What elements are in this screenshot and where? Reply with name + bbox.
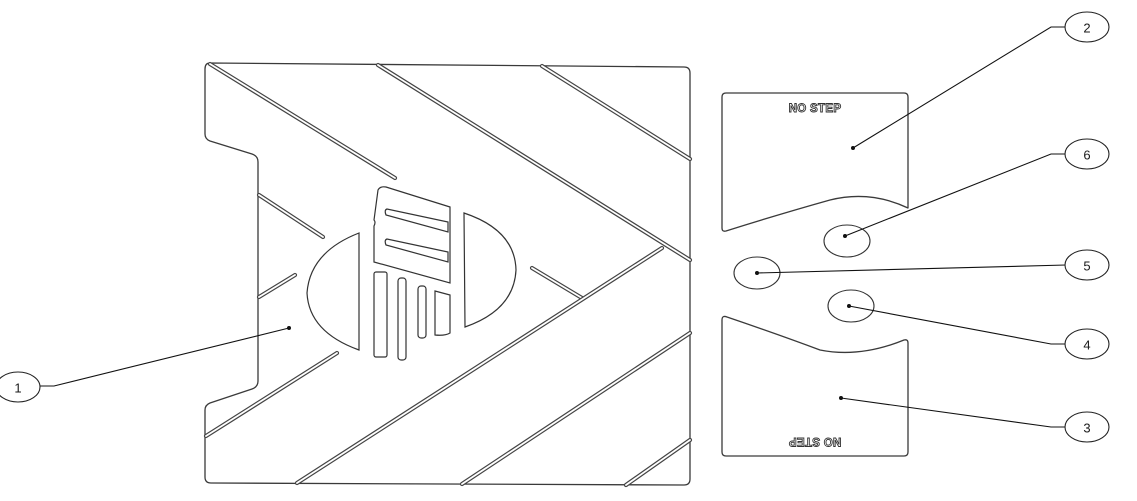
callout-4-label: 4 [1083,338,1090,353]
callout-2-label: 2 [1083,21,1090,36]
callout-1-label: 1 [14,381,21,396]
part-1-main-plate [203,61,693,488]
leader-lines [40,26,1067,428]
part-3-lower-panel: NO STEP [721,315,909,457]
callout-4: 4 [1064,328,1110,360]
no-step-label-upper: NO STEP [789,103,842,115]
part-6-upper-insert [823,224,871,258]
callout-5-label: 5 [1083,259,1090,274]
callout-1: 1 [0,371,41,403]
callout-6: 6 [1064,138,1110,170]
plate-grooves [203,61,693,488]
logo-emblem [306,186,517,361]
callout-5: 5 [1064,249,1110,281]
callout-3-label: 3 [1083,421,1090,436]
no-step-label-lower: NO STEP [789,435,842,447]
part-2-upper-panel: NO STEP [721,92,909,232]
callout-3: 3 [1064,411,1110,443]
callout-6-label: 6 [1083,148,1090,163]
callout-2: 2 [1064,11,1110,43]
